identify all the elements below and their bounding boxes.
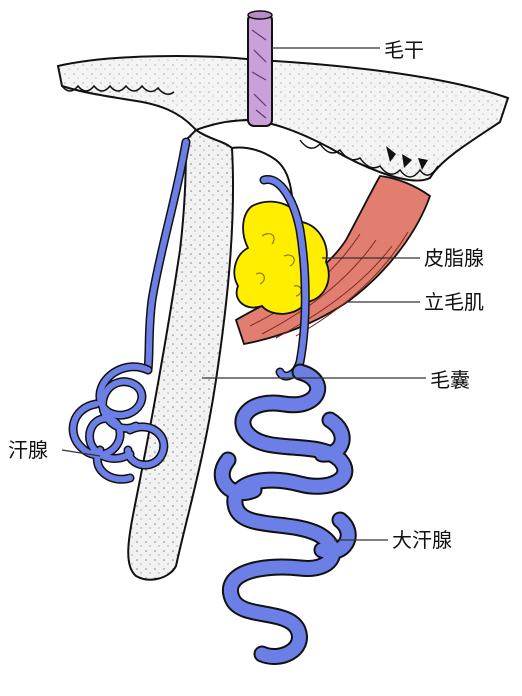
label-hair-shaft: 毛干 — [384, 38, 424, 62]
large-sweat-gland — [213, 175, 357, 665]
label-hair-follicle: 毛囊 — [430, 368, 470, 392]
leader-lines — [61, 47, 426, 541]
sweat-gland — [68, 137, 191, 484]
label-arrector-pili: 立毛肌 — [424, 290, 484, 314]
leader-line-sweat — [61, 449, 101, 457]
sebaceous-gland — [233, 200, 330, 315]
label-large-sweat-gland: 大汗腺 — [392, 528, 452, 552]
skin-surface — [56, 55, 510, 182]
label-sweat-gland: 汗腺 — [8, 438, 48, 462]
hair-shaft — [247, 10, 273, 127]
label-sebaceous-gland: 皮脂腺 — [424, 246, 484, 270]
